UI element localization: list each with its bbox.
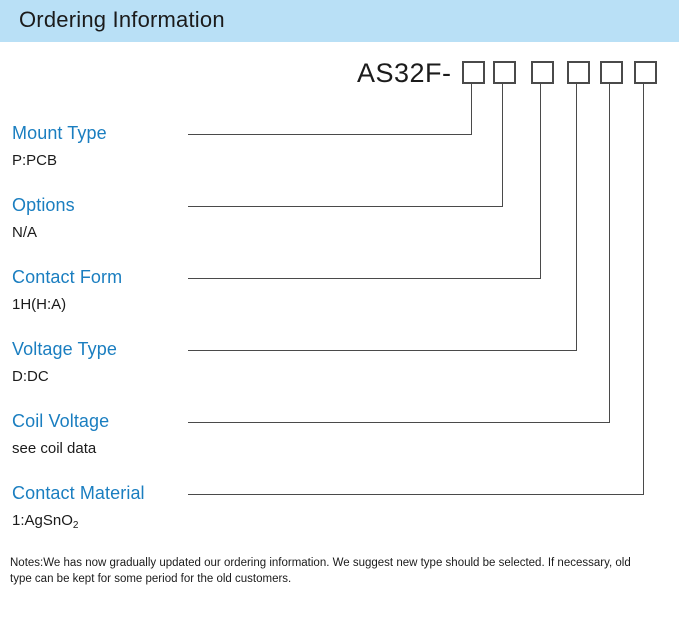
contact-material-subscript: 2: [72, 520, 79, 531]
code-box-1[interactable]: [462, 61, 485, 84]
row-value-coil-voltage: see coil data: [12, 440, 97, 457]
leader-vertical-6: [643, 84, 644, 494]
leader-vertical-3: [540, 84, 541, 278]
row-value-options: N/A: [12, 224, 38, 241]
row-value-contact-form: 1H(H:A): [12, 296, 67, 313]
page-title: Ordering Information: [19, 7, 225, 32]
leader-horizontal-4: [188, 350, 577, 351]
row-value-contact-material: 1:AgSnO2: [12, 512, 79, 531]
leader-horizontal-5: [188, 422, 610, 423]
row-title-contact-material: Contact Material: [12, 483, 145, 503]
leader-horizontal-6: [188, 494, 644, 495]
leader-vertical-1: [471, 84, 472, 134]
leader-horizontal-2: [188, 206, 503, 207]
notes-text: Notes:We has now gradually updated our o…: [10, 557, 631, 585]
section-header-band: Ordering Information: [0, 0, 679, 42]
code-box-6[interactable]: [634, 61, 657, 84]
row-value-voltage-type: D:DC: [12, 368, 49, 385]
row-title-contact-form: Contact Form: [12, 267, 123, 287]
leader-vertical-4: [576, 84, 577, 350]
code-box-2[interactable]: [493, 61, 516, 84]
row-title-coil-voltage: Coil Voltage: [12, 411, 110, 431]
code-box-4[interactable]: [567, 61, 590, 84]
row-title-voltage-type: Voltage Type: [12, 339, 117, 359]
row-value-mount-type: P:PCB: [12, 152, 58, 169]
leader-vertical-5: [609, 84, 610, 422]
code-box-5[interactable]: [600, 61, 623, 84]
leader-horizontal-3: [188, 278, 541, 279]
code-box-3[interactable]: [531, 61, 554, 84]
contact-material-formula: 1:AgSnO: [12, 512, 73, 529]
part-number-prefix: AS32F-: [357, 58, 452, 88]
leader-vertical-2: [502, 84, 503, 206]
row-title-mount-type: Mount Type: [12, 123, 107, 143]
leader-horizontal-1: [188, 134, 472, 135]
row-title-options: Options: [12, 195, 75, 215]
